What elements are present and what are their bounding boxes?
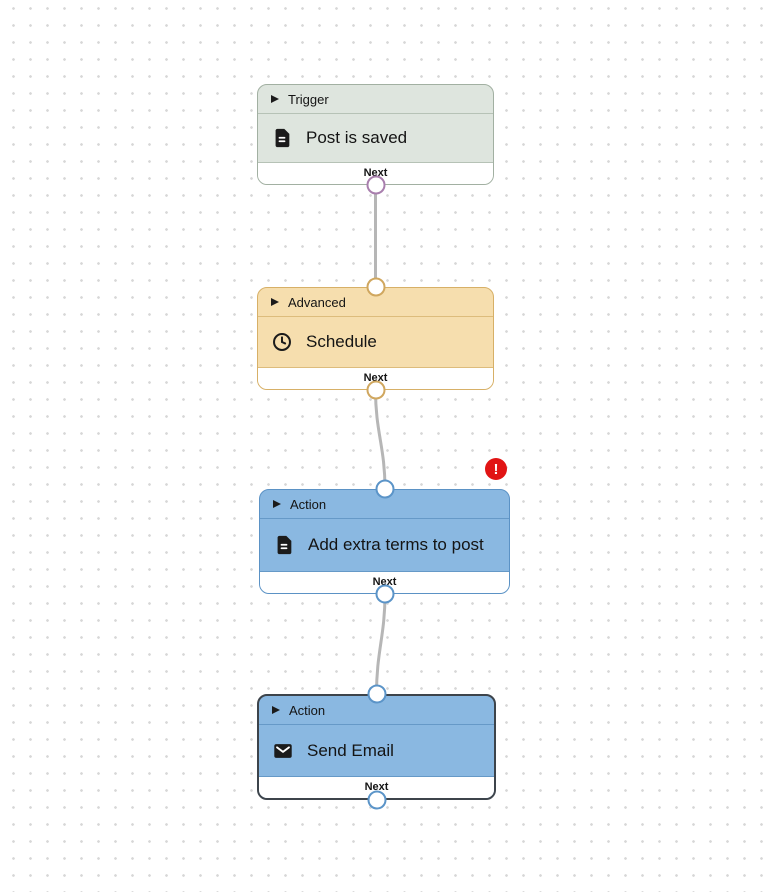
node-header[interactable]: Advanced xyxy=(258,288,493,317)
file-text-icon xyxy=(273,534,295,556)
node-body[interactable]: Schedule xyxy=(258,317,493,367)
node-next-outlet[interactable]: Next xyxy=(260,571,509,593)
input-port-action-send-email[interactable] xyxy=(367,684,386,704)
node-next-outlet[interactable]: Next xyxy=(259,776,494,798)
node-title: Add extra terms to post xyxy=(308,535,484,554)
input-port-advanced[interactable] xyxy=(366,277,385,297)
edge-action1-to-action2[interactable] xyxy=(375,593,387,695)
node-header[interactable]: Trigger xyxy=(258,85,493,114)
node-category-label: Action xyxy=(290,496,327,512)
error-symbol: ! xyxy=(493,460,499,478)
edge-advanced-to-action1[interactable] xyxy=(374,389,387,490)
play-icon xyxy=(271,298,279,306)
node-body[interactable]: Add extra terms to post xyxy=(260,519,509,571)
node-header[interactable]: Action xyxy=(259,696,494,725)
error-badge[interactable]: ! xyxy=(485,458,507,480)
node-action-send-email[interactable]: Action Send Email Next xyxy=(257,694,496,800)
node-advanced[interactable]: Advanced Schedule Next xyxy=(257,287,494,390)
play-icon xyxy=(271,95,279,103)
input-port-action-add-extra-terms[interactable] xyxy=(375,479,395,499)
node-body[interactable]: Post is saved xyxy=(258,114,493,162)
output-port-advanced[interactable] xyxy=(366,380,385,400)
node-header[interactable]: Action xyxy=(260,490,509,519)
play-icon xyxy=(273,500,281,508)
play-icon xyxy=(272,706,280,714)
output-port-action-add-extra-terms[interactable] xyxy=(375,584,395,604)
file-text-icon xyxy=(271,127,293,149)
output-port-action-send-email[interactable] xyxy=(367,790,386,810)
node-trigger[interactable]: Trigger Post is saved Next xyxy=(257,84,494,185)
node-category-label: Trigger xyxy=(288,91,329,107)
node-category-label: Action xyxy=(289,702,326,718)
mail-icon xyxy=(272,740,294,762)
node-action-add-extra-terms[interactable]: Action Add extra terms to post Next xyxy=(259,489,510,594)
node-title: Schedule xyxy=(306,332,377,351)
node-title: Send Email xyxy=(307,740,394,760)
node-title: Post is saved xyxy=(306,128,408,147)
node-category-label: Advanced xyxy=(288,294,346,310)
node-body[interactable]: Send Email xyxy=(259,725,494,776)
clock-icon xyxy=(271,331,293,353)
output-port-trigger[interactable] xyxy=(366,175,385,195)
